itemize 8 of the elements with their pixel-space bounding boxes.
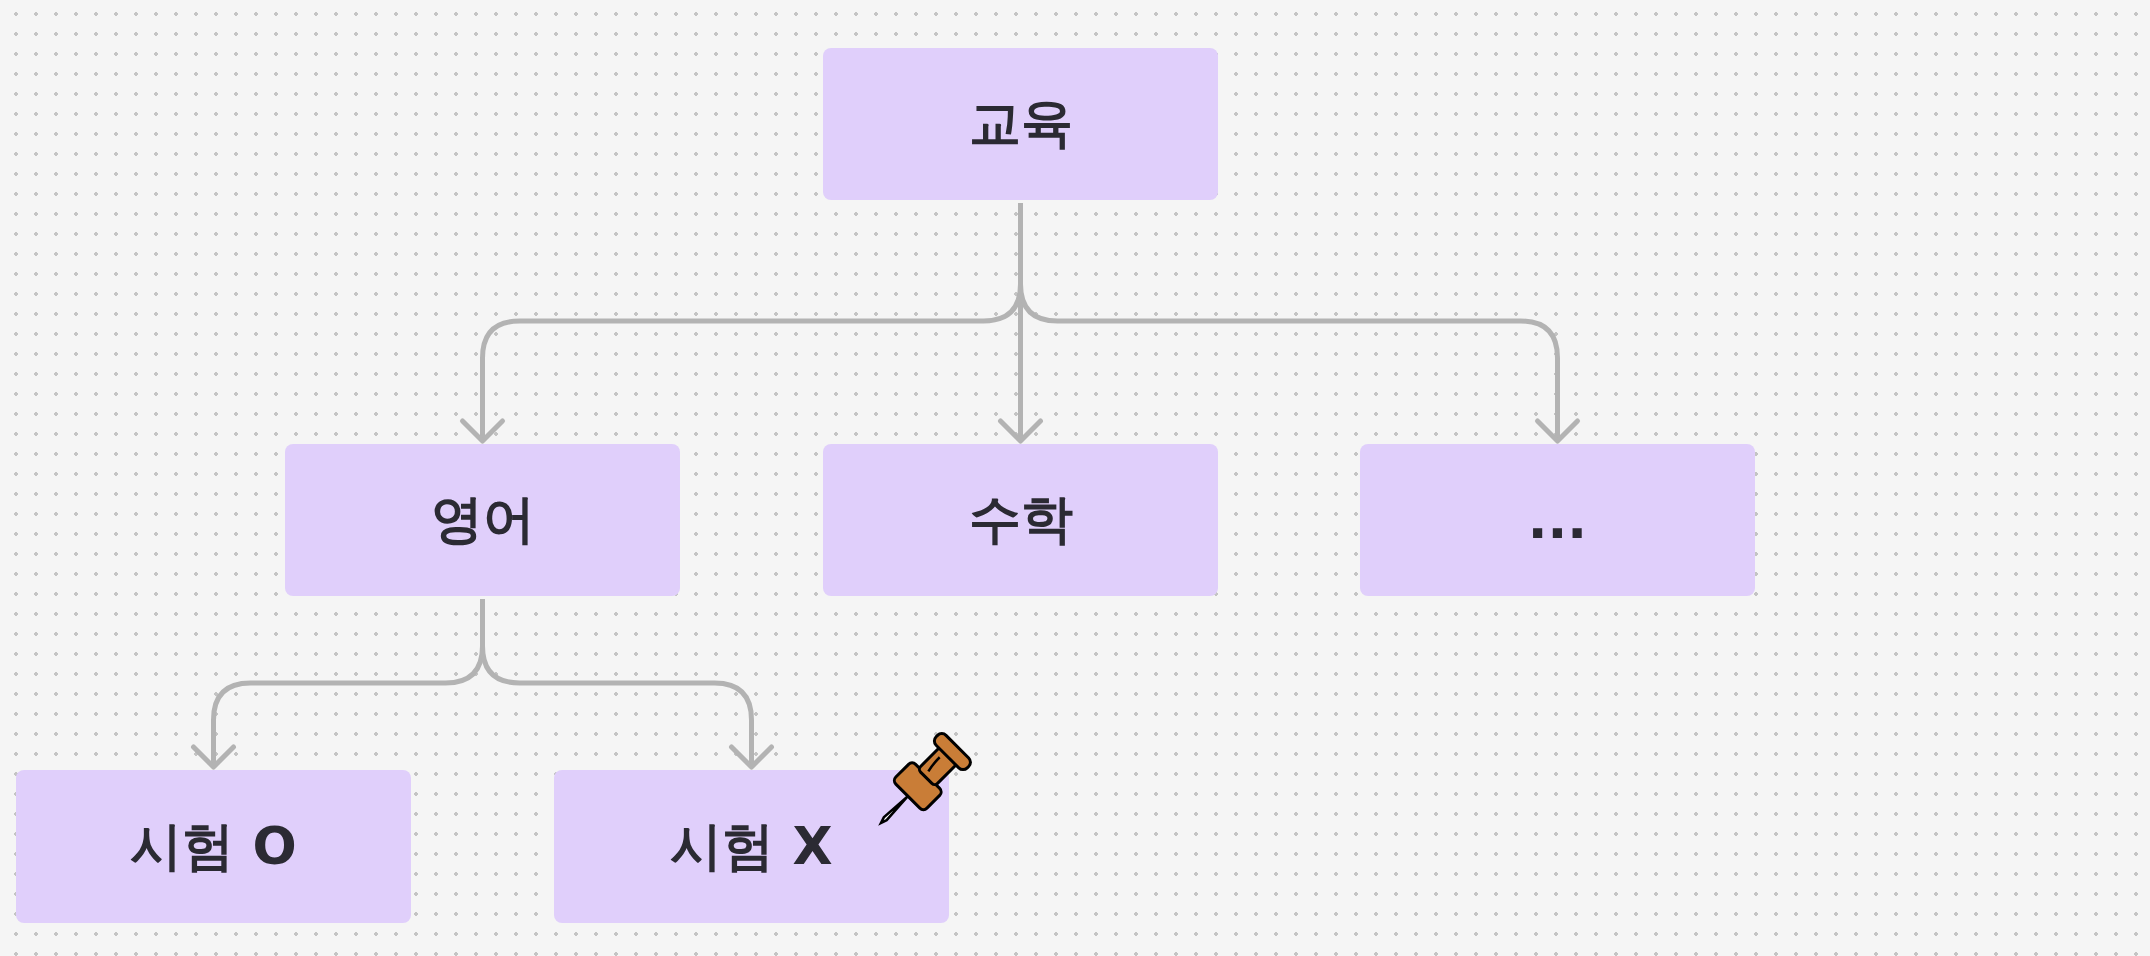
topic-box: 시험 X (554, 770, 949, 923)
arrow (1018, 203, 1580, 444)
topic-box: 영어 (285, 444, 680, 596)
topic-box: ... (1360, 444, 1755, 596)
topic-box: 시험 O (16, 770, 411, 923)
topic-box: 수학 (823, 444, 1218, 596)
topic-box: 교육 (823, 48, 1218, 200)
arrow (480, 599, 774, 770)
